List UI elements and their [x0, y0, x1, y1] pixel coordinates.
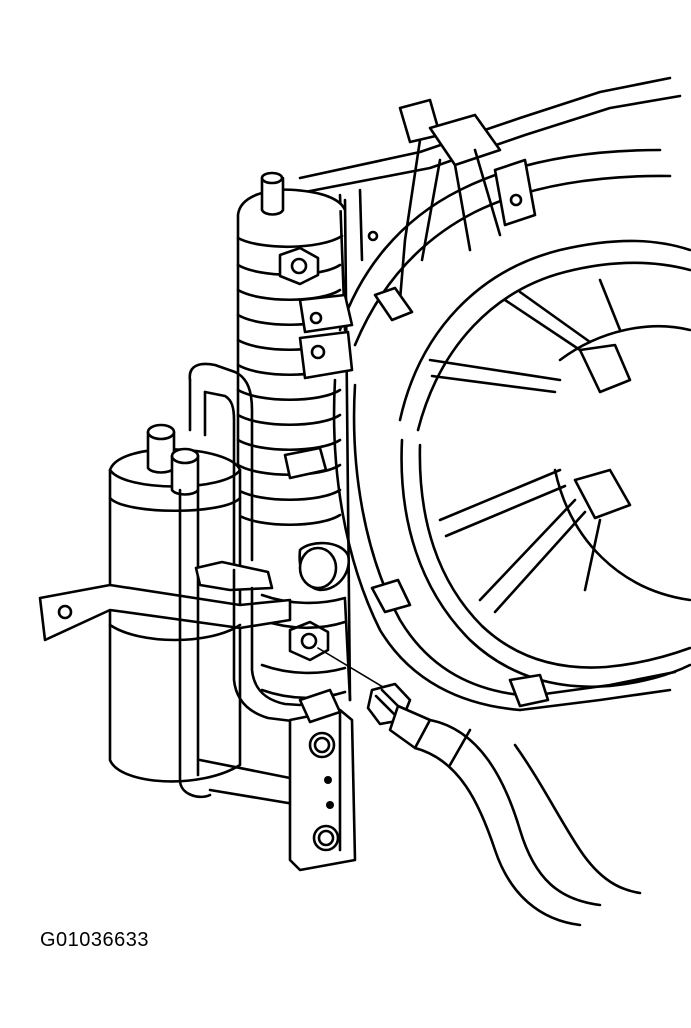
condenser-tank	[236, 171, 354, 722]
receiver-drier	[38, 423, 292, 783]
refrigerant-pipe	[178, 362, 302, 807]
fan-shroud	[298, 76, 691, 712]
ac-hose	[317, 647, 642, 927]
figure-id-label: G01036633	[40, 929, 150, 951]
mounting-plate	[288, 688, 357, 872]
